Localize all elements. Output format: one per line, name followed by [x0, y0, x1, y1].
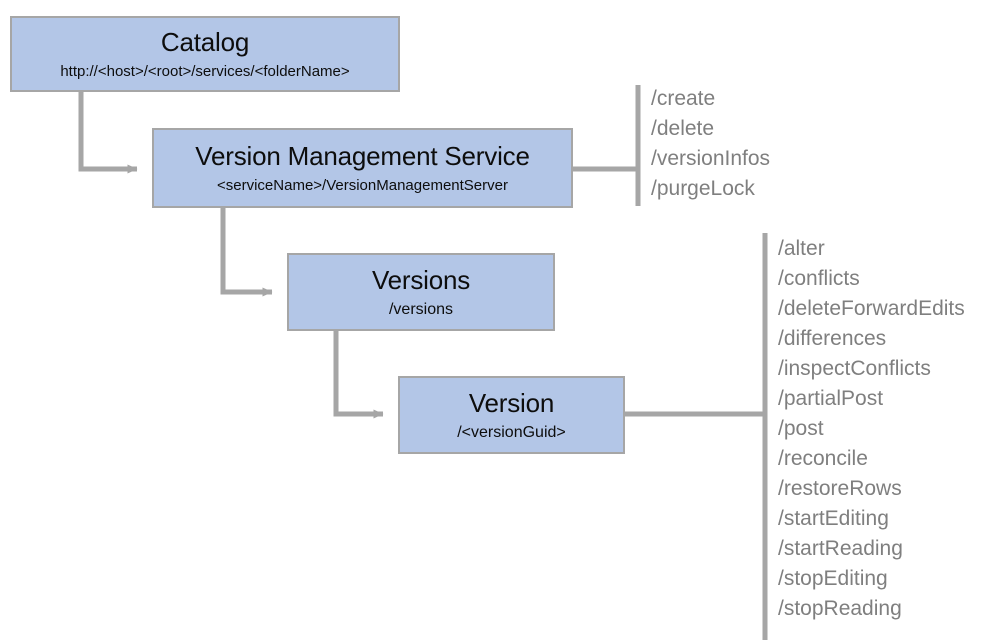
node-version-management-service-subtitle: <serviceName>/VersionManagementServer: [217, 177, 508, 194]
operation-item[interactable]: /startEditing: [778, 507, 889, 530]
operation-item[interactable]: /stopReading: [778, 597, 902, 620]
node-version[interactable]: Version /<versionGuid>: [398, 376, 625, 454]
operation-item[interactable]: /differences: [778, 327, 887, 350]
node-version-title: Version: [468, 387, 555, 418]
operation-item[interactable]: /conflicts: [778, 267, 860, 290]
node-version-management-service[interactable]: Version Management Service <serviceName>…: [152, 128, 573, 208]
operation-item[interactable]: /post: [778, 417, 824, 440]
operation-item[interactable]: /create: [651, 87, 716, 110]
node-catalog-title: Catalog: [160, 27, 250, 57]
operation-item[interactable]: /startReading: [778, 537, 903, 560]
node-versions-subtitle: /versions: [388, 300, 454, 318]
node-versions[interactable]: Versions /versions: [287, 253, 555, 331]
operation-item[interactable]: /reconcile: [778, 447, 868, 470]
operation-item[interactable]: /inspectConflicts: [778, 357, 931, 380]
node-version-subtitle: /<versionGuid>: [457, 423, 566, 441]
operation-item[interactable]: /delete: [651, 117, 715, 140]
node-versions-title: Versions: [371, 264, 471, 295]
operation-item[interactable]: /purgeLock: [651, 177, 755, 200]
operations-list-service: /create /delete /versionInfos /purgeLock: [651, 84, 770, 204]
connector-service-to-versions: [220, 207, 273, 297]
operation-item[interactable]: /restoreRows: [778, 477, 902, 500]
operations-list-version: /alter /conflicts /deleteForwardEdits /d…: [778, 234, 965, 624]
node-catalog-subtitle: http://<host>/<root>/services/<folderNam…: [60, 63, 350, 80]
node-catalog[interactable]: Catalog http://<host>/<root>/services/<f…: [10, 16, 400, 92]
node-version-management-service-title: Version Management Service: [195, 141, 530, 171]
operation-item[interactable]: /alter: [778, 237, 825, 260]
operation-item[interactable]: /partialPost: [778, 387, 884, 410]
operation-item[interactable]: /versionInfos: [651, 147, 771, 170]
connector-catalog-to-service: [78, 90, 138, 174]
operation-item[interactable]: /deleteForwardEdits: [778, 297, 965, 320]
operation-item[interactable]: /stopEditing: [778, 567, 888, 590]
connector-versions-to-version: [333, 331, 384, 419]
